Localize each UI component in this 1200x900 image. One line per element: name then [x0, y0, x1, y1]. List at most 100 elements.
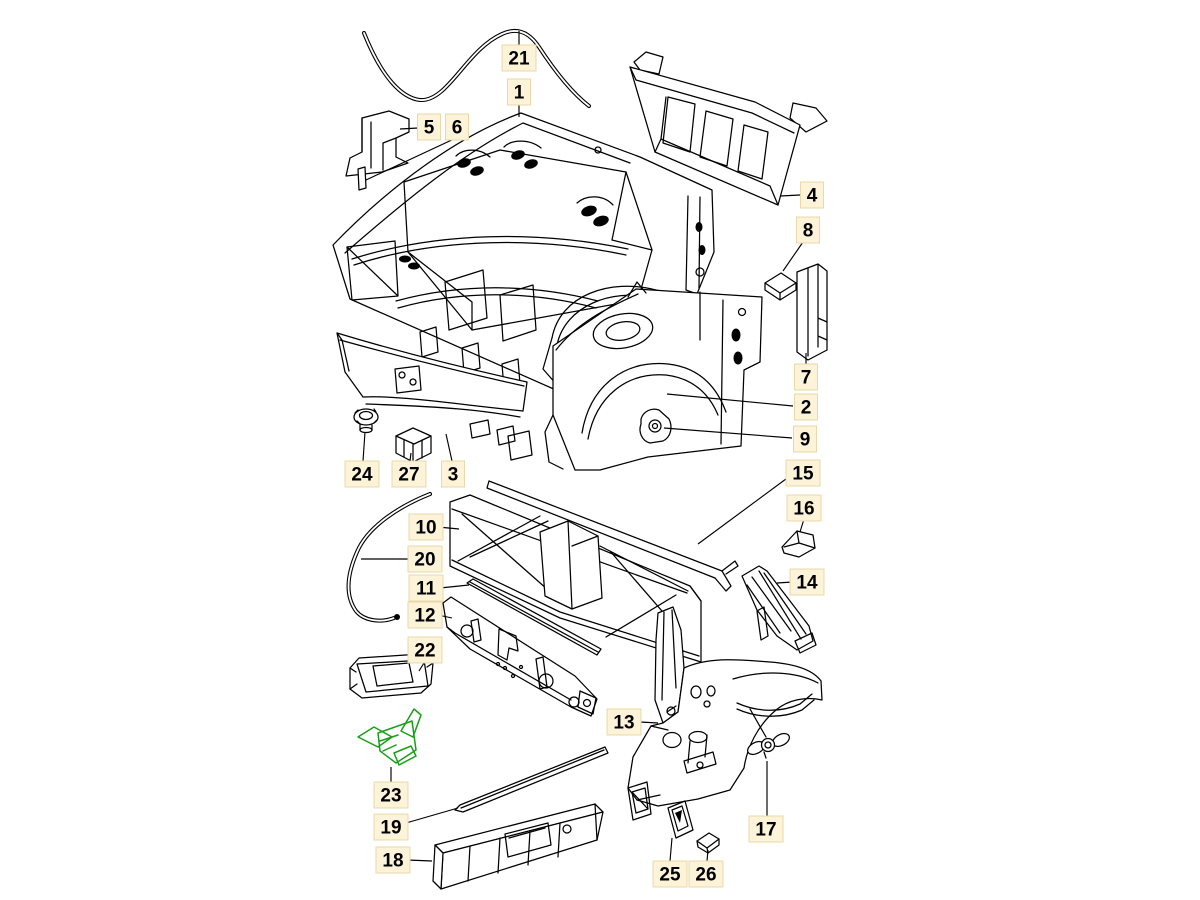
- diagram-artwork: [332, 28, 828, 890]
- callout-tag: [501, 44, 537, 72]
- callout-number: 6: [452, 118, 463, 139]
- callout-number: 17: [755, 820, 776, 841]
- callout-number: 7: [801, 368, 812, 389]
- callout-tag: [606, 708, 642, 736]
- part-bracket-16-drawing: [781, 530, 816, 558]
- callout-17[interactable]: 17: [748, 761, 784, 843]
- callout-tag: [344, 460, 380, 488]
- part-wing-bolt-17-drawing: [747, 732, 790, 759]
- callout-13[interactable]: 13: [606, 708, 659, 736]
- callout-leader-line: [406, 859, 433, 862]
- callout-tag: [786, 494, 822, 522]
- callout-5[interactable]: 5: [399, 113, 441, 141]
- callout-tag: [375, 846, 411, 874]
- callout-number: 26: [695, 865, 716, 886]
- callout-20[interactable]: 20: [361, 545, 443, 573]
- callout-tag: [748, 815, 784, 843]
- callout-number: 22: [414, 641, 435, 662]
- callout-leader-line: [666, 393, 794, 407]
- callout-number: 13: [613, 713, 634, 734]
- callout-leader-line: [362, 431, 366, 462]
- callout-15[interactable]: 15: [697, 459, 821, 545]
- callout-tag: [785, 459, 821, 487]
- callout-27[interactable]: 27: [391, 452, 427, 488]
- callout-19[interactable]: 19: [373, 807, 459, 841]
- callout-23[interactable]: 23: [373, 767, 409, 809]
- callout-number: 25: [659, 865, 681, 886]
- callout-tag: [688, 860, 724, 888]
- callout-7[interactable]: 7: [794, 353, 818, 391]
- callout-tag: [793, 425, 817, 453]
- callout-14[interactable]: 14: [776, 568, 825, 596]
- callout-leader-line: [663, 427, 793, 439]
- callout-number: 3: [448, 465, 459, 486]
- callout-number: 1: [514, 83, 525, 104]
- callout-leader-line: [639, 721, 659, 724]
- callout-16[interactable]: 16: [786, 494, 822, 533]
- callout-leader-line: [439, 584, 470, 589]
- part-bracket-23-highlighted-drawing: [357, 708, 422, 766]
- callout-tag: [800, 181, 824, 209]
- callout-tag: [794, 393, 818, 421]
- part-tray-22-drawing: [349, 653, 434, 699]
- callout-tag: [445, 113, 469, 141]
- callout-3[interactable]: 3: [441, 433, 465, 488]
- part-apron-3-drawing: [336, 332, 533, 461]
- part-sill-18-drawing: [432, 803, 604, 890]
- callout-tag: [407, 601, 443, 629]
- callout-9[interactable]: 9: [663, 425, 817, 453]
- callout-leader-line: [418, 662, 425, 672]
- callout-number: 9: [800, 430, 811, 451]
- callout-2[interactable]: 2: [666, 393, 818, 421]
- callout-6[interactable]: 6: [365, 113, 469, 181]
- callout-22[interactable]: 22: [407, 636, 443, 672]
- callout-25[interactable]: 25: [652, 837, 688, 888]
- callout-number: 14: [796, 573, 818, 594]
- callout-tag: [441, 460, 465, 488]
- callout-tag: [408, 574, 444, 602]
- part-flange-9-drawing: [639, 408, 672, 444]
- callout-number: 19: [380, 818, 401, 839]
- callout-tag: [507, 78, 531, 106]
- callout-21[interactable]: 21: [501, 31, 537, 72]
- callout-number: 23: [380, 786, 401, 807]
- part-plate-25-drawing: [667, 800, 694, 839]
- callout-number: 15: [792, 464, 814, 485]
- part-block-27-drawing: [395, 427, 432, 463]
- callout-leader-line: [445, 433, 453, 462]
- callout-24[interactable]: 24: [344, 431, 380, 488]
- callout-tag: [789, 568, 825, 596]
- callout-12[interactable]: 12: [407, 601, 453, 629]
- callout-1[interactable]: 1: [507, 78, 531, 117]
- part-panel-4-drawing: [629, 51, 828, 206]
- callout-8[interactable]: 8: [782, 216, 820, 272]
- callout-leader-line: [669, 837, 673, 862]
- callout-tag: [373, 813, 409, 841]
- part-cable-20-drawing: [346, 492, 432, 623]
- part-cable-21-drawing: [362, 28, 591, 108]
- part-pin-6-drawing: [357, 166, 367, 191]
- callout-number: 12: [414, 606, 435, 627]
- callout-4[interactable]: 4: [779, 181, 824, 209]
- callout-tag: [796, 216, 820, 244]
- callout-number: 18: [382, 851, 403, 872]
- callout-10[interactable]: 10: [408, 513, 460, 541]
- callout-number: 10: [415, 518, 436, 539]
- part-strip-11-drawing: [466, 578, 602, 656]
- callout-number: 20: [414, 550, 435, 571]
- callout-number: 5: [424, 118, 435, 139]
- part-reinforcement-14-drawing: [741, 565, 817, 654]
- callout-26[interactable]: 26: [688, 849, 724, 888]
- callout-leader-line: [399, 127, 419, 130]
- part-spacer-8-drawing: [764, 272, 797, 301]
- callout-leader-line: [405, 807, 459, 824]
- part-rail-15-drawing: [486, 480, 739, 592]
- callout-tag: [652, 860, 688, 888]
- callout-number: 24: [351, 465, 373, 486]
- callout-number: 16: [793, 499, 814, 520]
- part-strip-19-drawing: [454, 746, 609, 813]
- callout-18[interactable]: 18: [375, 846, 433, 874]
- callout-tag: [408, 513, 444, 541]
- callout-11[interactable]: 11: [408, 574, 470, 602]
